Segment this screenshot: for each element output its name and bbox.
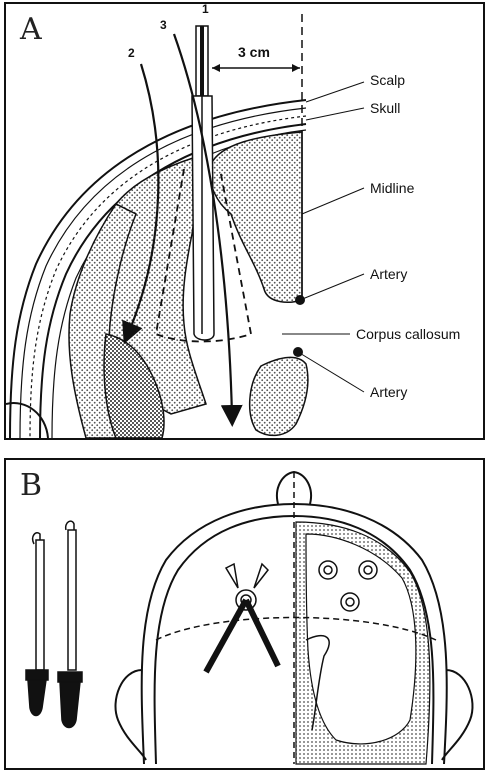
distance-label: 3 cm	[238, 44, 270, 60]
label-corpus-callosum: Corpus callosum	[356, 326, 460, 342]
panel-a-illustration	[6, 4, 483, 438]
cannula-pair	[26, 521, 82, 727]
trajectory-number-2: 2	[128, 46, 135, 60]
label-artery-upper: Artery	[370, 266, 407, 282]
trajectory-number-1: 1	[202, 2, 209, 16]
label-artery-lower: Artery	[370, 384, 407, 400]
panel-a: A 1 2 3 3 cm Scalp Skull Midline Artery …	[4, 2, 485, 440]
panel-b-illustration	[6, 460, 483, 768]
trajectory-number-3: 3	[160, 18, 167, 32]
label-midline: Midline	[370, 180, 414, 196]
panel-a-letter: A	[20, 12, 42, 47]
panel-b: B	[4, 458, 485, 770]
brain-gyri	[69, 132, 308, 438]
label-scalp: Scalp	[370, 72, 405, 88]
panel-b-letter: B	[20, 468, 42, 503]
label-skull: Skull	[370, 100, 400, 116]
